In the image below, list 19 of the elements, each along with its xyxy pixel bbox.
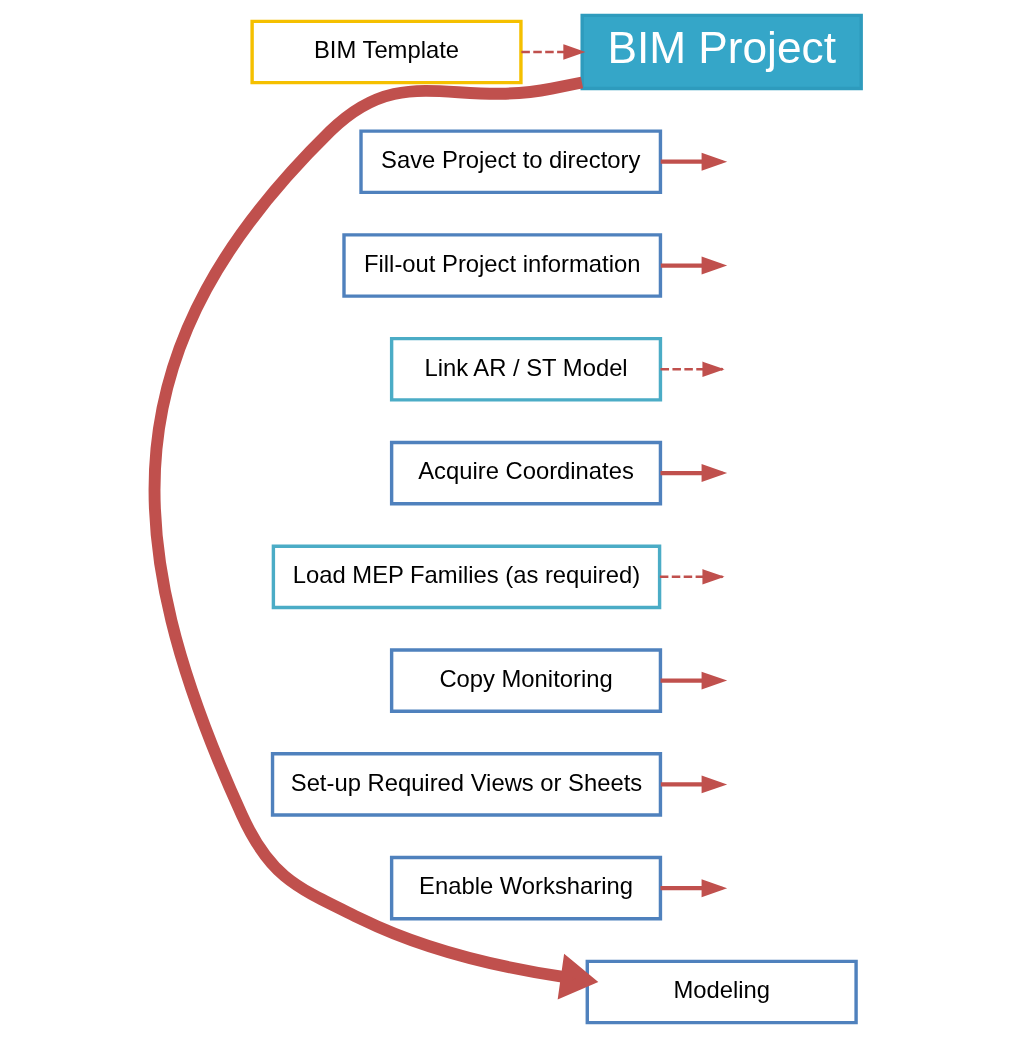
node-box: Load MEP Families (as required) xyxy=(271,544,662,610)
node-box: BIM Project xyxy=(580,13,863,91)
node-box: Save Project to directory xyxy=(359,129,663,195)
arrow xyxy=(660,256,728,275)
arrow xyxy=(660,775,728,794)
node-box: Modeling xyxy=(585,959,858,1025)
node-box: Set-up Required Views or Sheets xyxy=(270,752,663,817)
node-box: Acquire Coordinates xyxy=(389,440,663,506)
arrow xyxy=(660,464,728,482)
node-box: Fill-out Project information xyxy=(342,233,663,298)
node-box: Copy Monitoring xyxy=(389,648,663,713)
arrow xyxy=(660,879,728,898)
node-box: BIM Template xyxy=(250,19,523,85)
arrow xyxy=(660,152,728,171)
arrow xyxy=(148,76,599,1000)
arrow xyxy=(660,671,728,690)
arrow xyxy=(521,44,586,60)
node-box: Link AR / ST Model xyxy=(389,336,663,402)
node-box: Enable Worksharing xyxy=(389,855,663,921)
